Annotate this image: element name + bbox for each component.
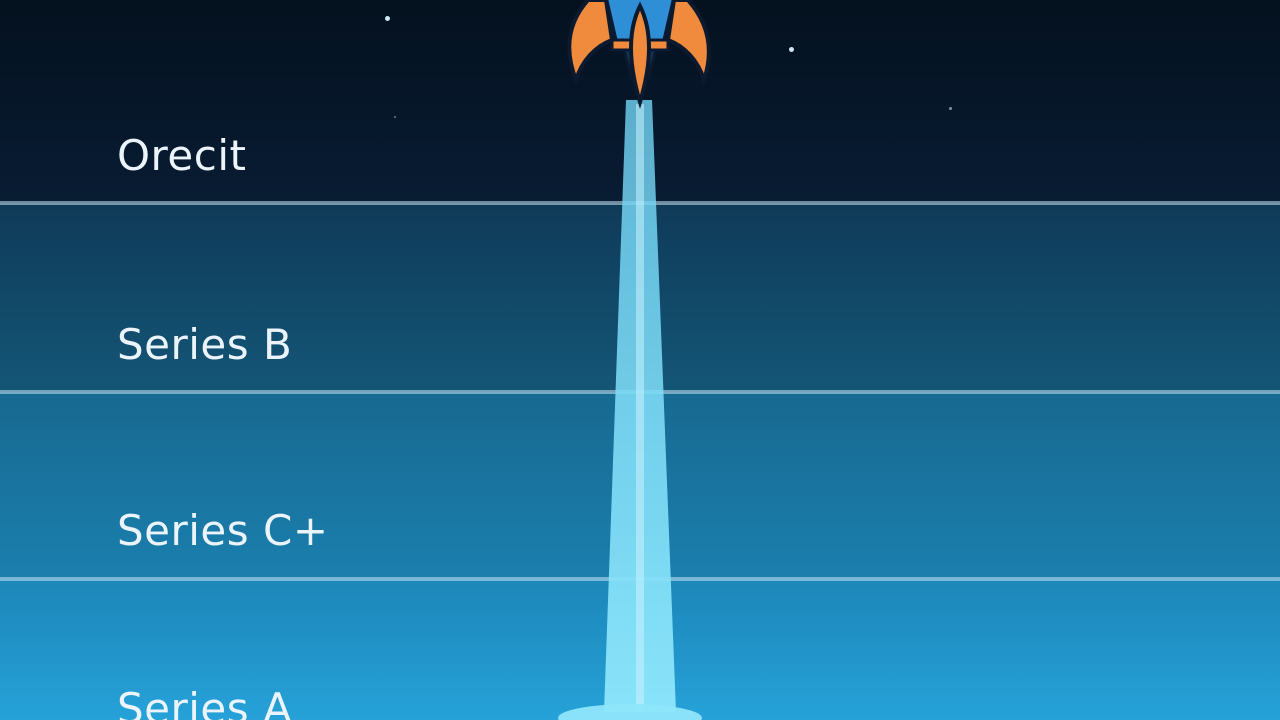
star xyxy=(394,116,396,118)
star xyxy=(789,47,794,52)
rocket-icon xyxy=(567,0,711,109)
stage-label: Orecit xyxy=(117,131,247,180)
stage-label: Series C+ xyxy=(117,506,329,555)
star xyxy=(949,107,952,110)
stage-label: Series A xyxy=(117,684,293,720)
star xyxy=(385,16,390,21)
exhaust-trail xyxy=(558,100,702,720)
stage-label: Series B xyxy=(117,320,293,369)
